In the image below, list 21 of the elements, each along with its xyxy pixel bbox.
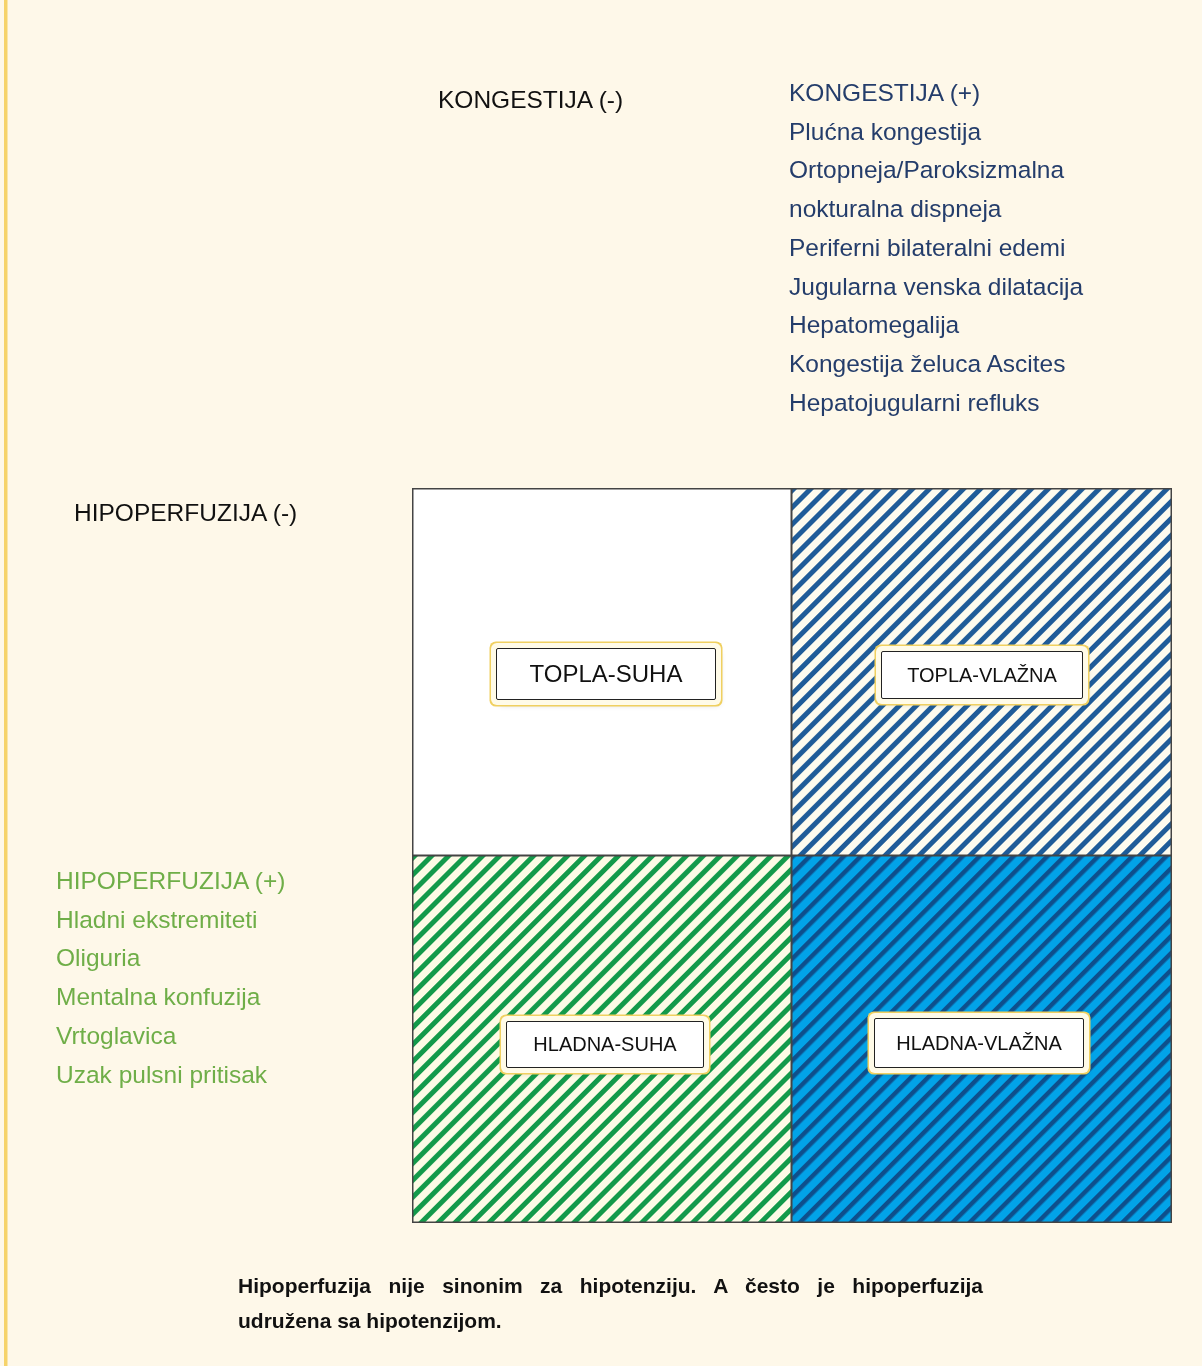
symptom-text: Vrtoglavica [56, 1020, 178, 1051]
symptom-text: Periferni bilateralni edemi [789, 232, 1067, 263]
caption-text: Hipoperfuzija nije sinonim za hipotenziju. A često je hipoperfuzija udružena sa hipotenzijom. [238, 1273, 983, 1334]
axis-label: KONGESTIJA (+) [789, 78, 982, 108]
symptom-text: Hepatomegalija [789, 310, 961, 341]
symptom-text: Kongestija želuca Ascites [789, 348, 1067, 379]
quadrant-box [791, 855, 1172, 1223]
symptom-text: Mentalna konfuzija [56, 982, 262, 1013]
symptom-text: Hepatojugularni refluks [789, 387, 1041, 418]
quadrant-box [412, 488, 792, 856]
symptom-text: Plućna kongestija [789, 116, 983, 147]
symptom-text: Oliguria [56, 943, 142, 974]
symptom-text: Jugularna venska dilatacija [789, 271, 1085, 302]
quadrant-box [412, 855, 792, 1223]
axis-label: HIPOPERFUZIJA (+) [56, 866, 287, 896]
item: HIPOPERFUZIJA (-) [74, 498, 299, 528]
item: KONGESTIJA (-) [438, 85, 625, 115]
quadrant-box [791, 488, 1172, 856]
symptom-text: Uzak pulsni pritisak [56, 1059, 269, 1090]
symptom-text: Hladni ekstremiteti [56, 904, 259, 935]
symptom-text: Ortopneja/Paroksizmalna nokturalna dispneja [789, 155, 1066, 225]
